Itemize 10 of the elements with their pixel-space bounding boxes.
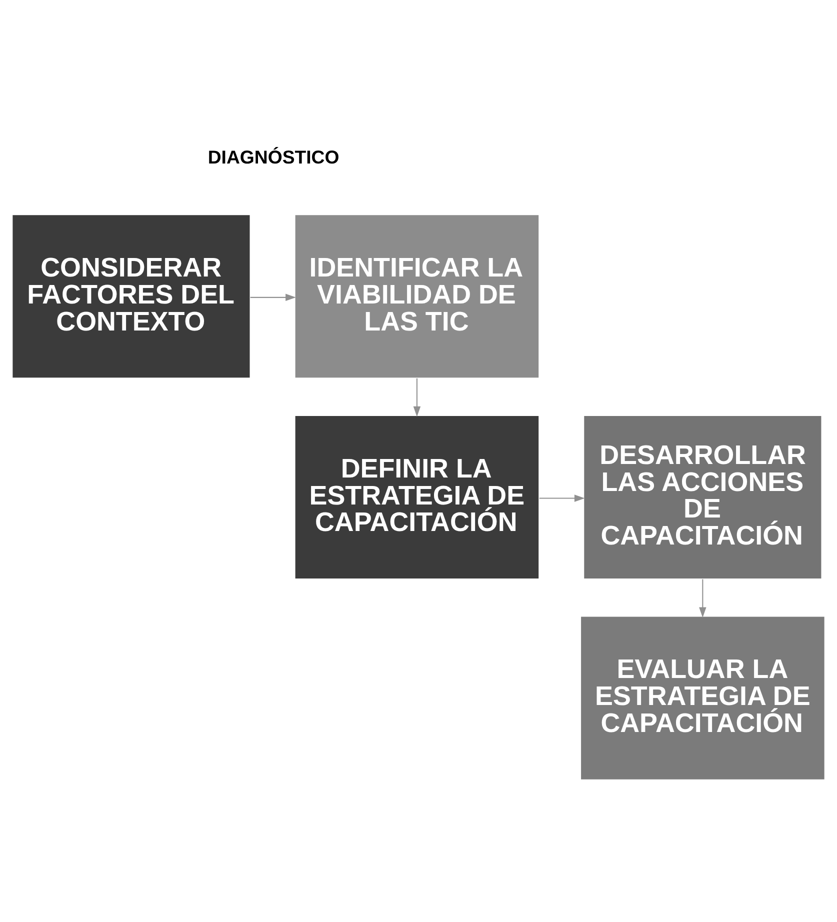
arrow	[413, 378, 421, 417]
node-box: DEFINIR LA ESTRATEGIA DE CAPACITACIÓN	[294, 414, 540, 580]
node-box: CONSIDERAR FACTORES DEL CONTEXTO	[12, 214, 251, 379]
arrow	[250, 294, 296, 302]
arrow	[699, 579, 706, 618]
node-box: DESARROLLAR LAS ACCIONES DE CAPACITACIÓN	[583, 414, 822, 580]
label: DIAGNÓSTICO	[208, 146, 340, 168]
node-box: IDENTIFICAR LA VIABILIDAD DE LAS TIC	[294, 214, 540, 379]
arrow	[539, 494, 585, 502]
node-box: EVALUAR LA ESTRATEGIA DE CAPACITACIÓN	[580, 616, 826, 780]
